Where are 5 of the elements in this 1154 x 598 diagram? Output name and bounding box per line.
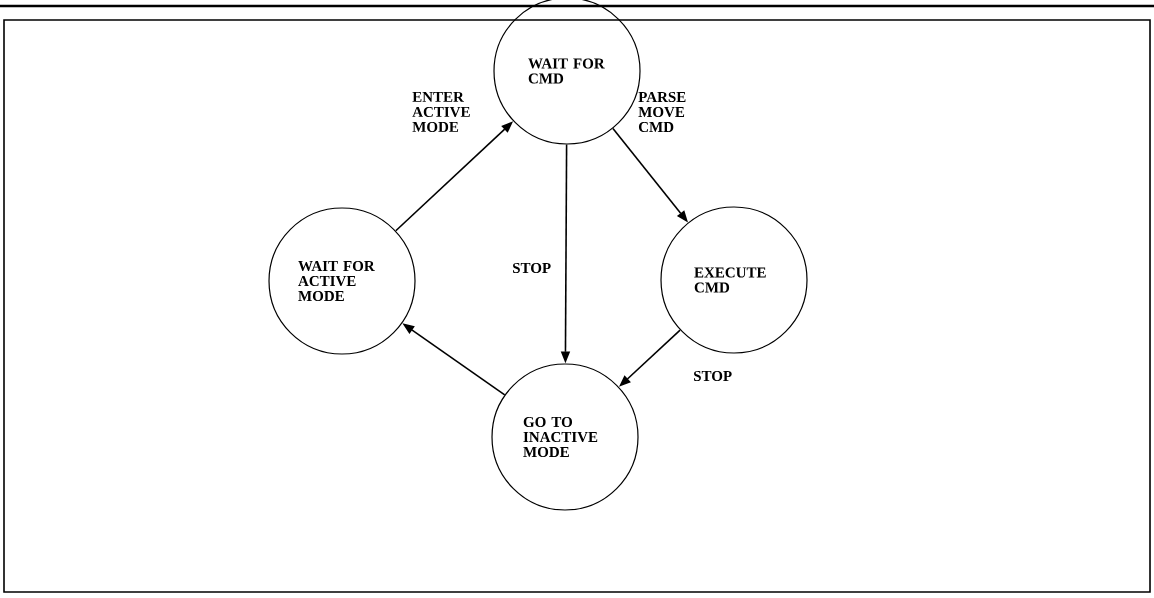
edge-label: STOP <box>513 262 551 274</box>
arrow <box>619 329 681 387</box>
edge-label: STOP <box>694 370 732 382</box>
edge-label: PARSE MOVE CMD <box>638 91 686 133</box>
edge-label: ENTER ACTIVE MODE <box>412 92 470 132</box>
